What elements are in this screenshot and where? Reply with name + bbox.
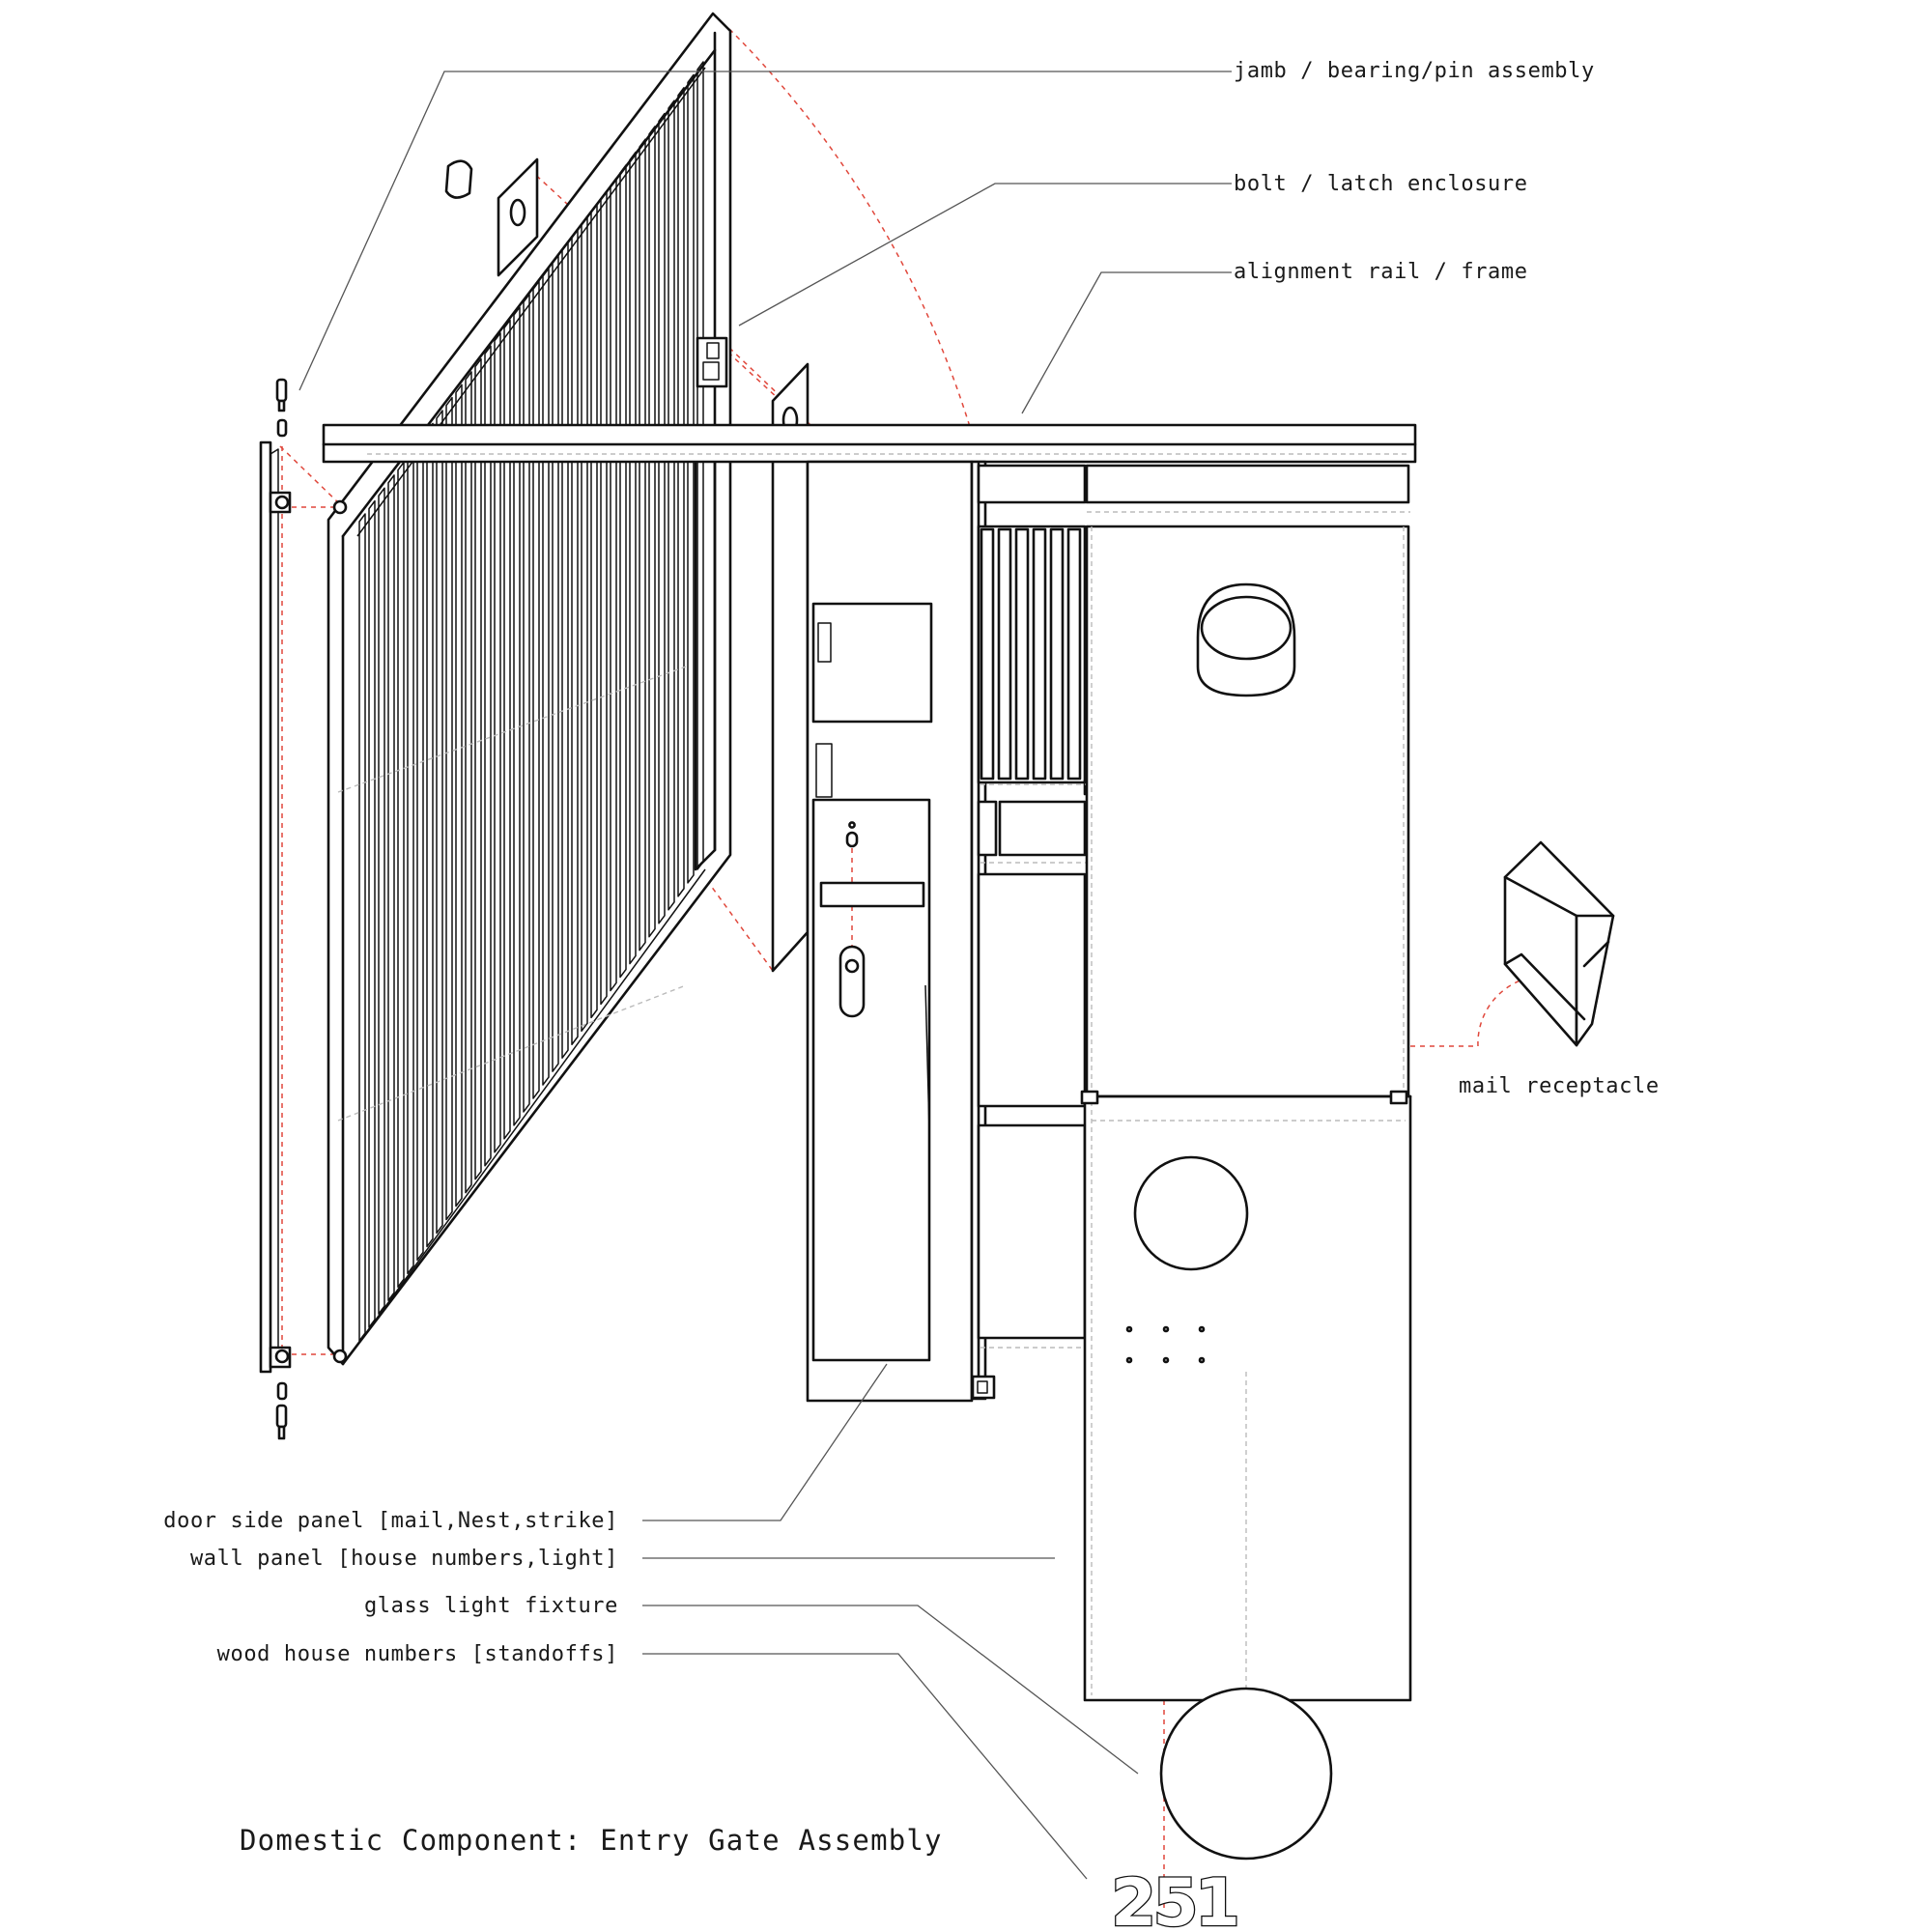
gate-slat: [552, 254, 559, 1072]
gate-slat: [465, 371, 472, 1194]
gate-slat: [474, 357, 482, 1180]
gate-panel: [327, 12, 732, 1366]
hinge-bracket-upper: [497, 157, 539, 277]
gate-slat: [590, 203, 598, 1019]
label-jamb: jamb / bearing/pin assembly: [1234, 59, 1595, 83]
gate-slat: [581, 215, 588, 1033]
frame-column: [970, 460, 1110, 1401]
label-bolt: bolt / latch enclosure: [1234, 172, 1528, 196]
frame-column-slats: [980, 527, 1082, 781]
hinge-pin-cap-upper: [444, 159, 473, 199]
mail-receptacle-box: [1503, 840, 1615, 1047]
hinge-pins: [275, 378, 288, 1440]
gate-slats: [358, 61, 704, 1342]
label-door-side: door side panel [mail,Nest,strike]: [163, 1509, 618, 1533]
glass-light-globe: [1159, 1687, 1333, 1861]
light-fixture-upper: [1196, 582, 1296, 697]
jamb-strip: [259, 440, 348, 1374]
frame-column-slat: [1066, 527, 1082, 781]
gate-slat: [600, 189, 608, 1006]
gate-slat: [397, 461, 405, 1288]
gate-slat: [687, 73, 695, 884]
gate-slat: [610, 177, 617, 992]
upper-wall-panel: [1085, 464, 1410, 1098]
gate-slat: [358, 513, 366, 1342]
gate-slat: [648, 126, 656, 938]
label-wood: wood house numbers [standoffs]: [217, 1642, 618, 1666]
gate-slat: [503, 319, 511, 1140]
gate-slat: [619, 164, 627, 979]
gate-slat: [658, 112, 666, 924]
label-mail: mail receptacle: [1459, 1074, 1660, 1098]
alignment-rail: [322, 423, 1417, 464]
gate-slat: [677, 86, 685, 897]
gate-slat: [494, 332, 501, 1153]
gate-slat: [571, 229, 579, 1046]
standoff-holes: [1125, 1325, 1206, 1364]
leader-lines: [298, 71, 1232, 1880]
glass-light-fixture: [1133, 1155, 1249, 1271]
label-rail: alignment rail / frame: [1234, 260, 1528, 284]
bolt-latch: [696, 336, 728, 388]
label-wall: wall panel [house numbers,light]: [190, 1547, 618, 1571]
gate-slat: [629, 151, 637, 965]
door-side-panel: [811, 798, 931, 1362]
gate-slat: [513, 306, 521, 1126]
gate-slat: [484, 345, 492, 1167]
frame-column-slat: [1032, 527, 1047, 781]
gate-slat: [532, 280, 540, 1099]
gate-slat: [523, 293, 530, 1113]
gate-slat: [445, 396, 453, 1221]
house-numbers: 251: [1111, 1865, 1236, 1932]
frame-column-slat: [980, 527, 995, 781]
gate-slat: [368, 499, 376, 1328]
gate-slat: [639, 138, 646, 952]
gate-slat: [542, 268, 550, 1086]
label-glass: glass light fixture: [364, 1594, 618, 1618]
frame-column-slat: [997, 527, 1012, 781]
gate-slat: [378, 487, 385, 1315]
gate-slat: [668, 99, 675, 911]
frame-column-slat: [1049, 527, 1065, 781]
wall-panel: [1080, 1090, 1412, 1748]
drawing-title: Domestic Component: Entry Gate Assembly: [240, 1824, 943, 1857]
gate-slat: [561, 242, 569, 1059]
frame-column-slat: [1014, 527, 1030, 781]
gate-slat: [455, 384, 463, 1208]
callout-labels: jamb / bearing/pin assembly bolt / latch…: [163, 59, 1659, 1666]
gate-slat: [436, 410, 443, 1235]
nest-doorbell: [838, 945, 866, 1018]
mail-slot: [819, 881, 925, 908]
gate-slat: [387, 474, 395, 1301]
